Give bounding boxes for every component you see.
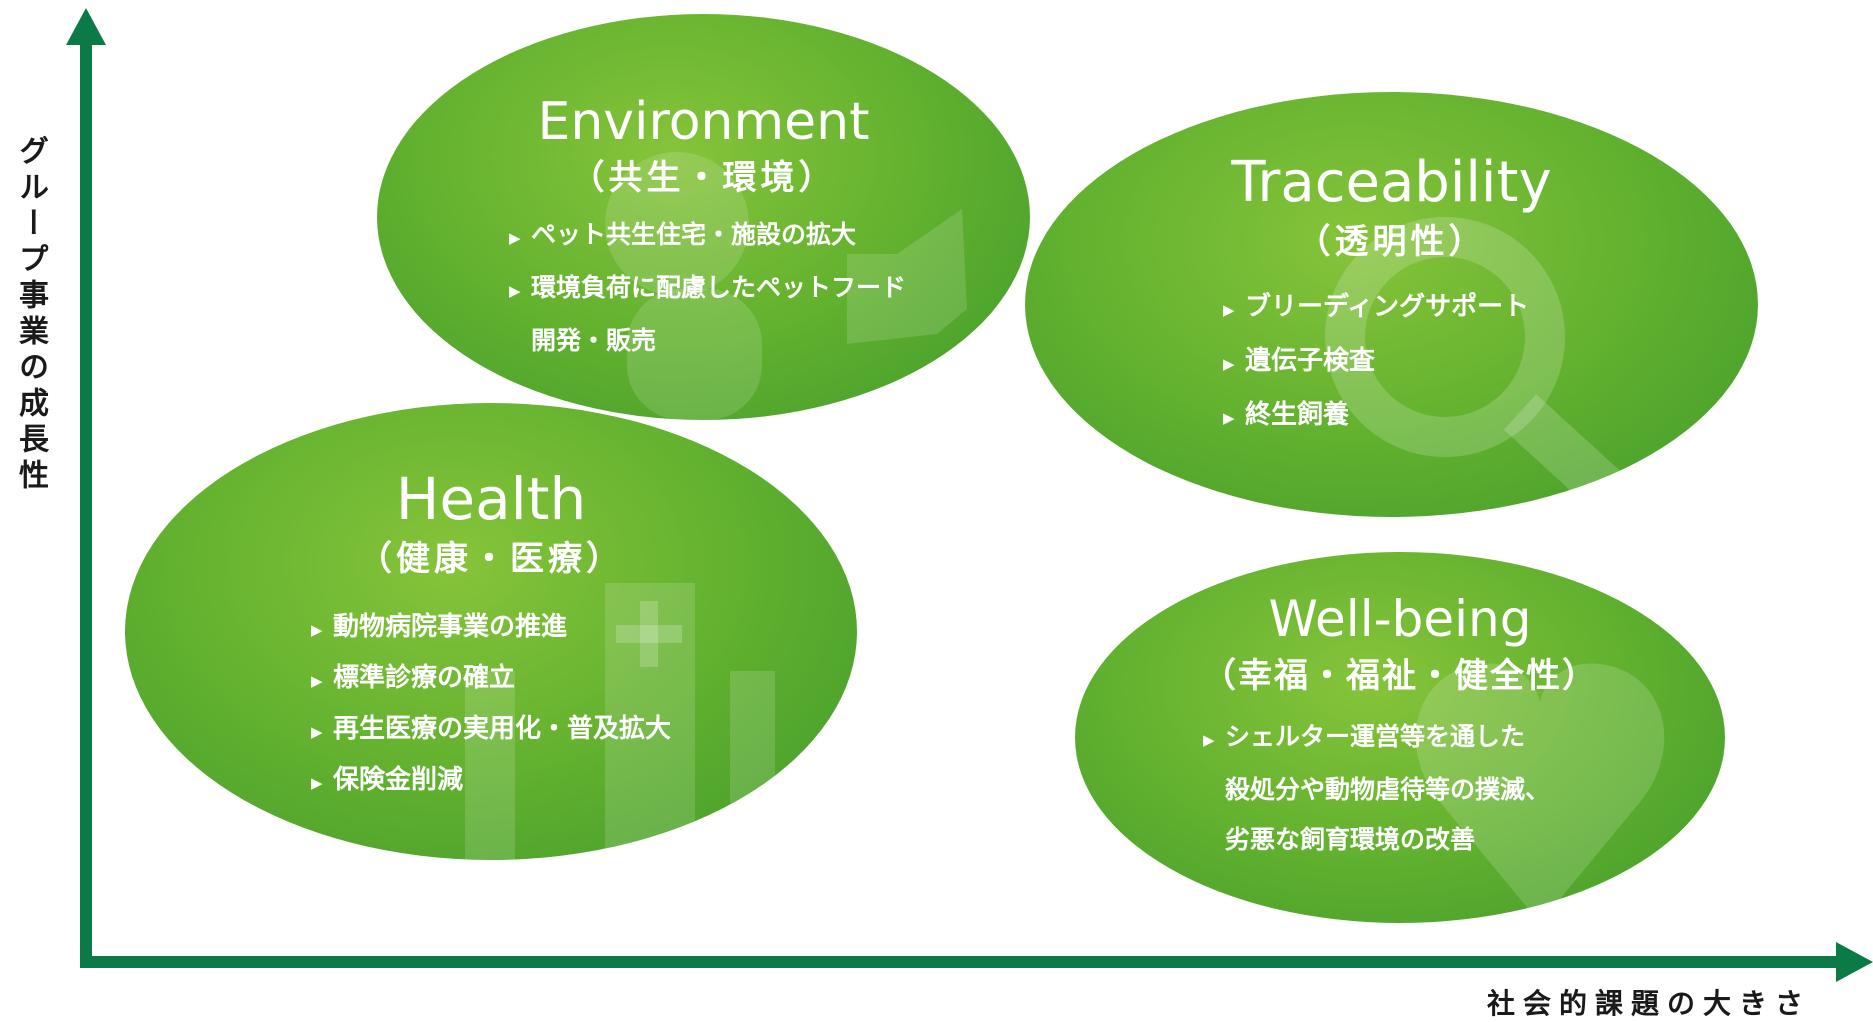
list-item: 開発・販売 (531, 326, 657, 355)
environment-subtitle: （共生・環境） (570, 158, 837, 198)
list-item: 殺処分や動物虐待等の撲滅、 (1225, 775, 1551, 804)
list-item: ▶ペット共生住宅・施設の拡大 (509, 210, 906, 263)
bullet-icon: ▶ (1223, 409, 1235, 427)
y-axis-label: グループ事業の成長性 (13, 135, 48, 495)
traceability-title: Traceability (1231, 150, 1552, 215)
wellbeing-title: Well-being (1268, 590, 1532, 648)
list-item: ▶再生医療の実用化・普及拡大 (311, 705, 671, 756)
bullet-icon: ▶ (509, 282, 521, 300)
traceability-items: ▶ブリーディングサポート ▶遺伝子検査 ▶終生飼養 (1223, 282, 1529, 444)
bullet-icon: ▶ (1223, 301, 1235, 319)
list-item: 劣悪な飼育環境の改善 (1225, 825, 1476, 854)
health-subtitle: （健康・医療） (358, 539, 624, 579)
health-ellipse: Health （健康・医療） ▶動物病院事業の推進 ▶標準診療の確立 ▶再生医療… (125, 403, 857, 860)
list-item: ▶シェルター運営等を通した (1203, 712, 1550, 765)
list-item: ▶標準診療の確立 (311, 654, 671, 705)
bullet-icon: ▶ (1203, 731, 1215, 749)
list-item: ▶遺伝子検査 (1223, 336, 1529, 390)
list-item: ▶終生飼養 (1223, 390, 1529, 444)
x-axis-arrow (1836, 942, 1873, 982)
traceability-subtitle: （透明性） (1296, 222, 1487, 262)
list-item: ▶保険金削減 (311, 756, 671, 807)
x-axis-label: 社会的課題の大きさ (1486, 987, 1811, 1020)
bullet-icon: ▶ (311, 672, 323, 690)
health-title: Health (395, 465, 587, 533)
list-item: ▶環境負荷に配慮したペットフード (509, 263, 906, 316)
bullet-icon: ▶ (509, 229, 521, 247)
environment-title: Environment (537, 92, 870, 152)
wellbeing-ellipse: Well-being （幸福・福祉・健全性） ▶シェルター運営等を通した 殺処分… (1075, 552, 1725, 923)
list-item: ▶ブリーディングサポート (1223, 282, 1529, 336)
bullet-icon: ▶ (311, 774, 323, 792)
bullet-icon: ▶ (1223, 355, 1235, 373)
environment-ellipse: Environment （共生・環境） ▶ペット共生住宅・施設の拡大 ▶環境負荷… (377, 14, 1030, 420)
wellbeing-items: ▶シェルター運営等を通した 殺処分や動物虐待等の撲滅、 劣悪な飼育環境の改善 (1203, 712, 1550, 865)
health-items: ▶動物病院事業の推進 ▶標準診療の確立 ▶再生医療の実用化・普及拡大 ▶保険金削… (311, 603, 671, 807)
bullet-icon: ▶ (311, 723, 323, 741)
y-axis-arrow (66, 8, 106, 45)
environment-items: ▶ペット共生住宅・施設の拡大 ▶環境負荷に配慮したペットフード 開発・販売 (509, 210, 906, 366)
traceability-ellipse: Traceability （透明性） ▶ブリーディングサポート ▶遺伝子検査 ▶… (1025, 92, 1758, 517)
wellbeing-subtitle: （幸福・福祉・健全性） (1202, 656, 1598, 696)
bullet-icon: ▶ (311, 621, 323, 639)
list-item: ▶動物病院事業の推進 (311, 603, 671, 654)
